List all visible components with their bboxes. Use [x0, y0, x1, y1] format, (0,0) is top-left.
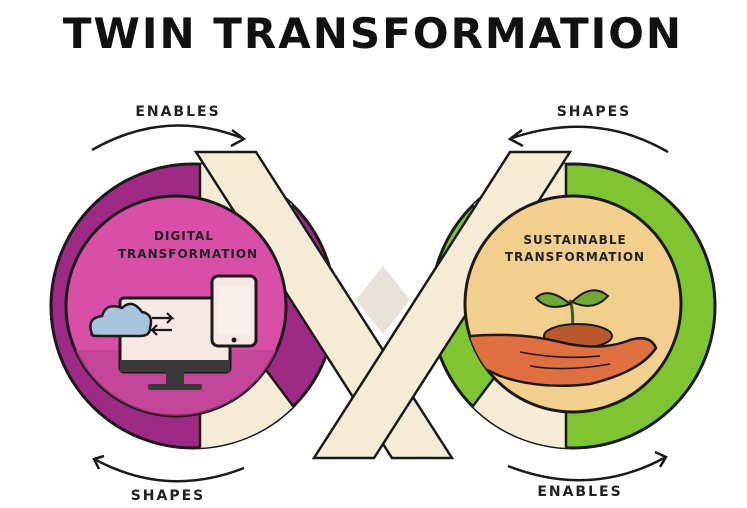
arrow-label-top-left: ENABLES	[135, 104, 220, 120]
sustainable-label-line1: SUSTAINABLE	[523, 233, 626, 247]
digital-label-line2: TRANSFORMATION	[118, 247, 258, 261]
seedling-icon	[534, 289, 613, 349]
arrow-bottom-right	[507, 450, 668, 482]
arrow-bottom-left	[92, 454, 245, 483]
arrow-top-right	[507, 125, 669, 154]
sync-arrows-icon	[149, 312, 175, 336]
diagram-title: TWIN TRANSFORMATION	[63, 9, 683, 58]
arrow-label-bottom-right: ENABLES	[537, 484, 622, 500]
smartphone-icon	[210, 274, 258, 348]
arrow-top-left	[91, 124, 247, 152]
band-crossing-shade	[356, 266, 410, 334]
sustainable-label-line2: TRANSFORMATION	[505, 250, 645, 264]
digital-label-line1: DIGITAL	[154, 229, 214, 243]
cloud-icon	[89, 302, 153, 338]
arrow-label-top-right: SHAPES	[557, 104, 632, 120]
arrow-label-bottom-left: SHAPES	[131, 488, 206, 504]
hand-icon	[465, 333, 658, 388]
